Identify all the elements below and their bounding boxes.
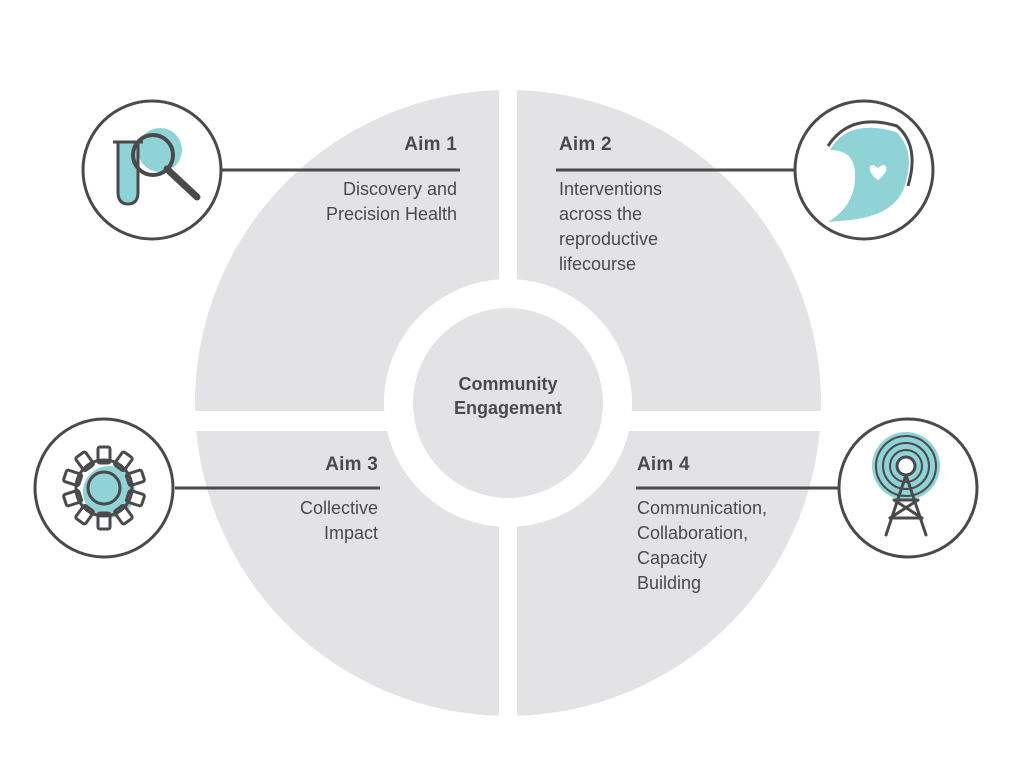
gear-icon	[33, 417, 175, 559]
radio-tower-icon	[837, 417, 979, 559]
aim-3-title: Aim 3	[325, 454, 378, 475]
magnifier-test-tube-icon	[81, 99, 223, 241]
aim-4-description: Communication, Collaboration, Capacity B…	[637, 498, 768, 593]
aim-3-description: Collective Impact	[299, 498, 378, 543]
aim-4-title: Aim 4	[637, 454, 690, 475]
center-disc	[413, 308, 603, 498]
aim-1-title: Aim 1	[404, 134, 457, 155]
aim-2-title: Aim 2	[559, 134, 612, 155]
aim-2-description: Interventions across the reproductive li…	[559, 179, 663, 274]
pregnant-belly-heart-icon	[793, 99, 935, 241]
aim-1-description: Discovery and Precision Health	[325, 179, 457, 224]
center-label: Community Engagement	[453, 374, 563, 418]
